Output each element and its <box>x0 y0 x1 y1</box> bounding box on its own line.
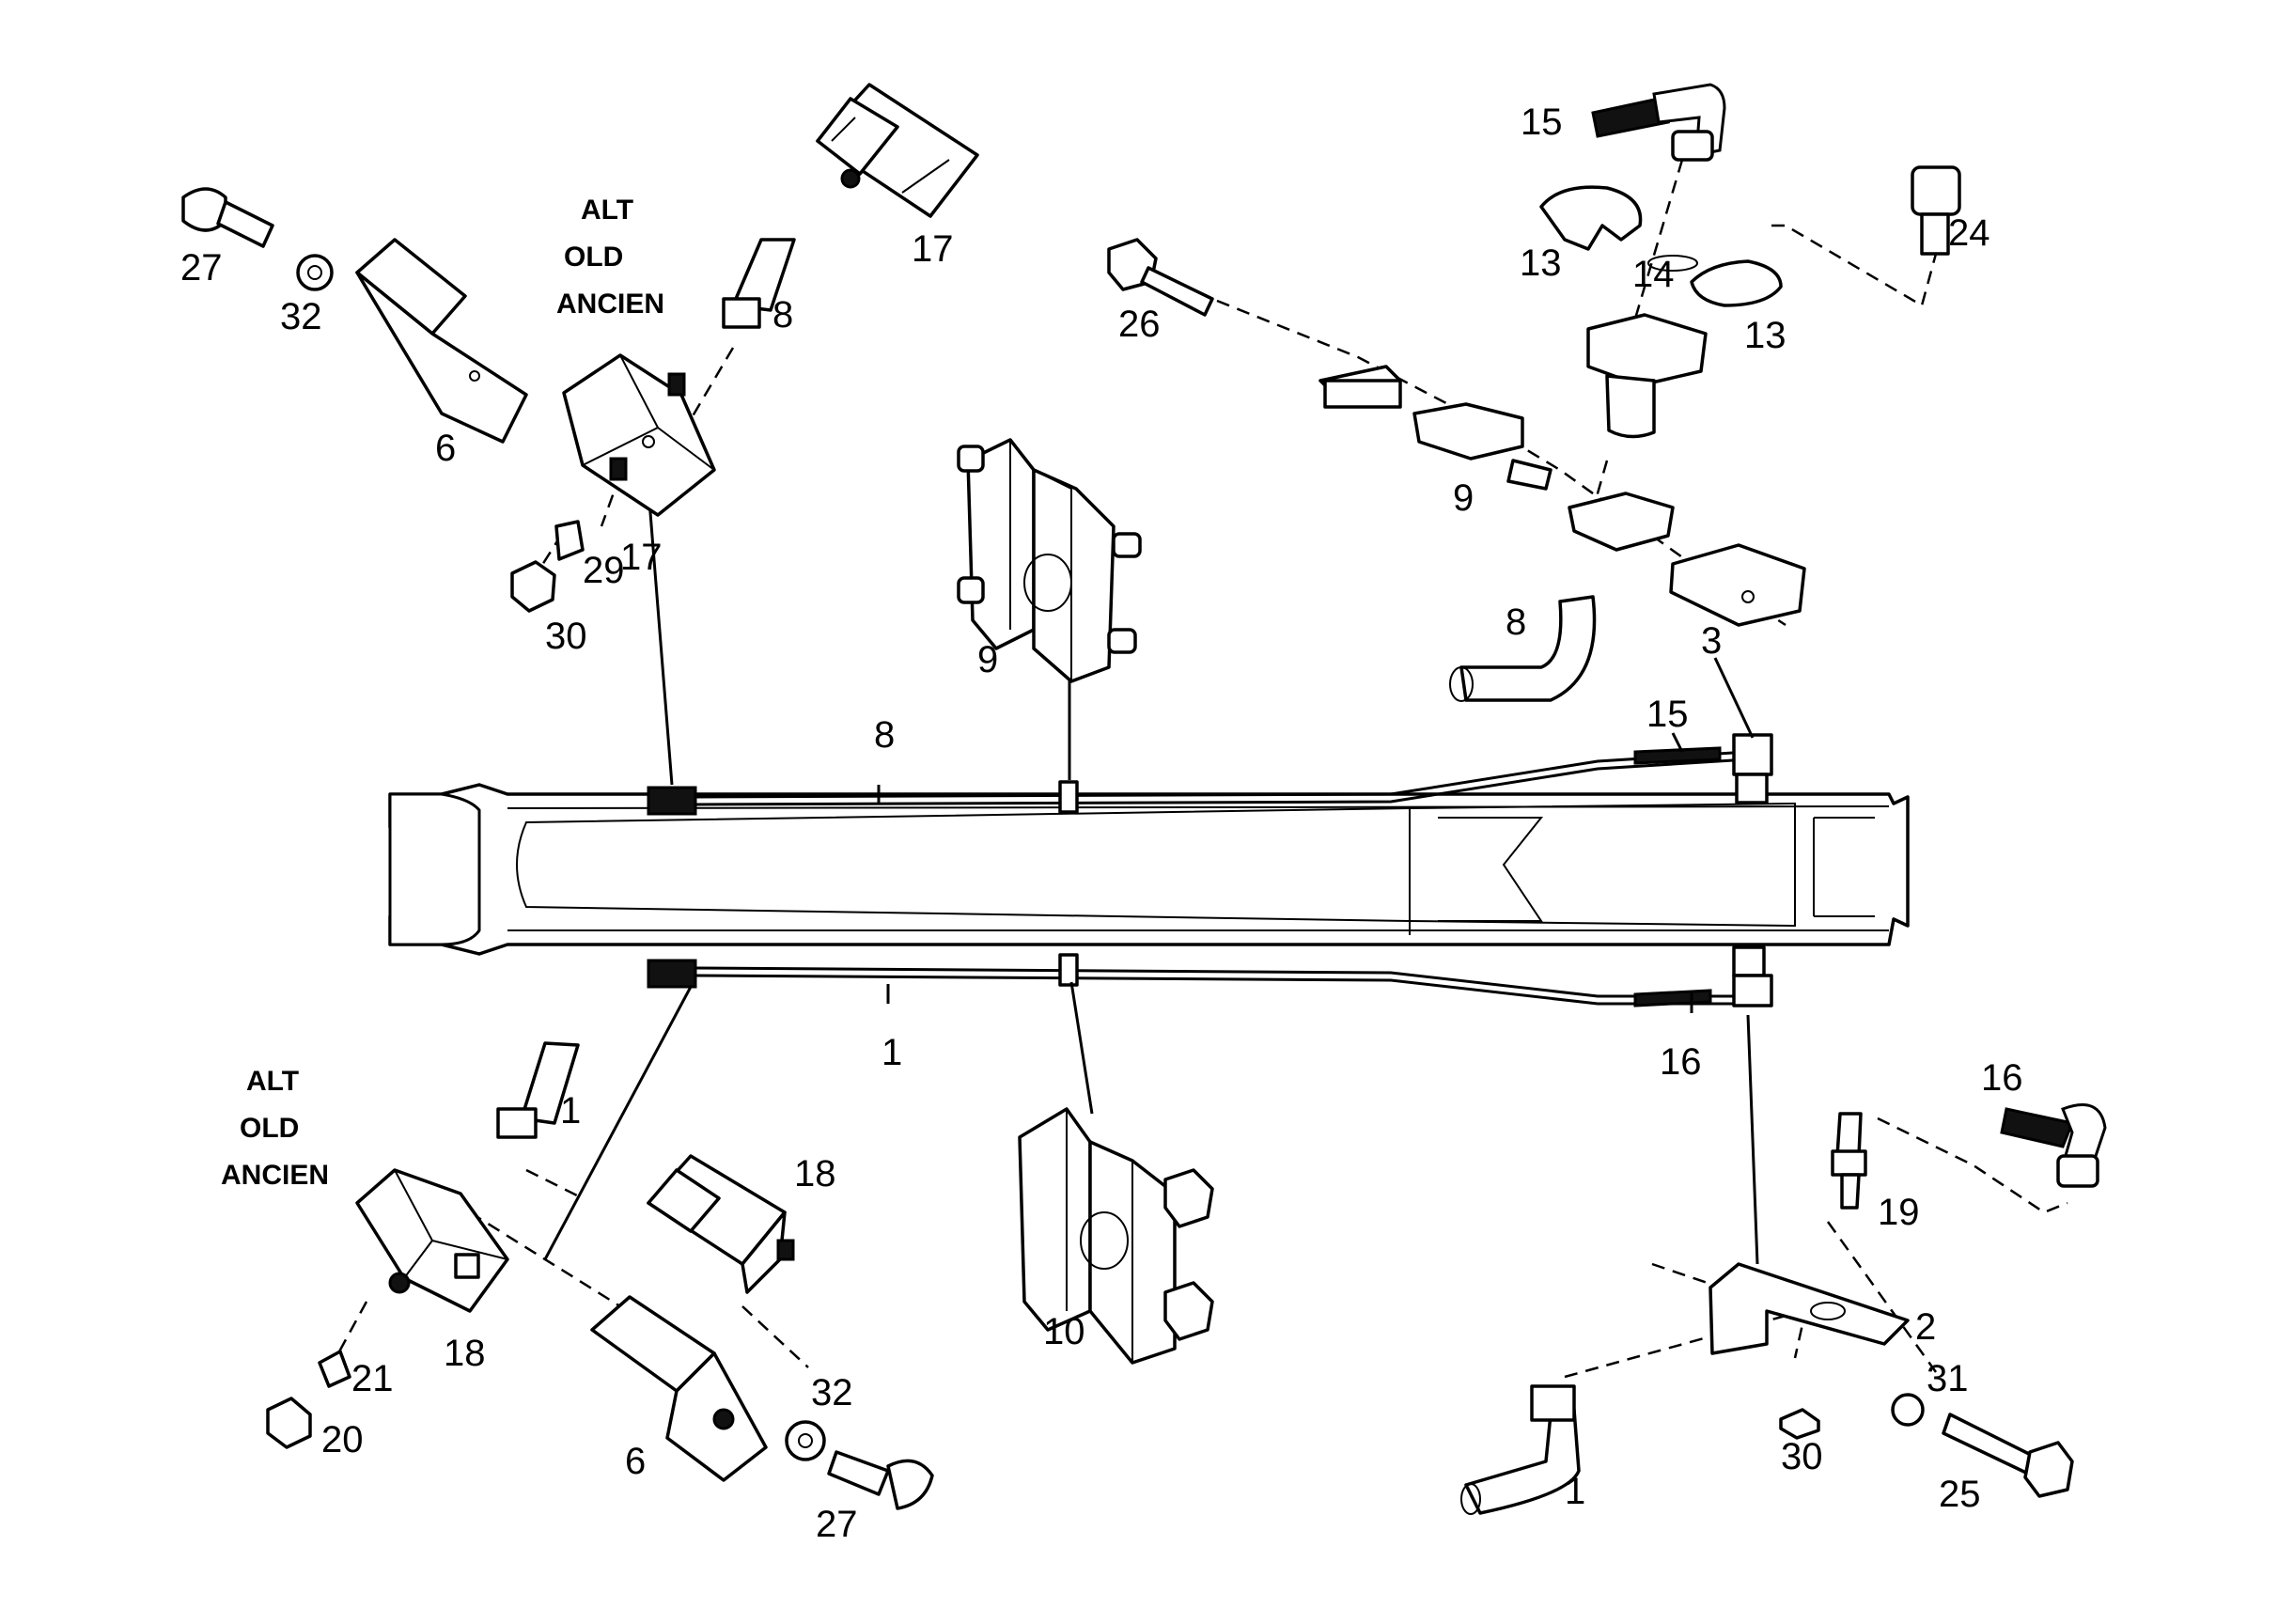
callout-8-upper: 8 <box>772 294 793 336</box>
bolt-26 <box>1107 238 1214 317</box>
callout-17-top: 17 <box>912 228 954 270</box>
bracket-2 <box>1708 1262 1910 1355</box>
sleeve-29 <box>554 520 585 561</box>
callout-1-bottom: 1 <box>1565 1471 1585 1512</box>
bolt-25 <box>1942 1413 2074 1498</box>
alt-label-upper-line1: ALT <box>581 195 633 226</box>
callout-16-line: 16 <box>1660 1041 1702 1083</box>
callout-31: 31 <box>1927 1358 1969 1399</box>
bracket-6-top <box>355 238 528 444</box>
clip-17-top <box>816 83 979 218</box>
alt-label-lower-line2: OLD <box>240 1113 299 1144</box>
callout-19: 19 <box>1878 1192 1920 1233</box>
callout-1-fitting: 1 <box>560 1090 581 1132</box>
boom-arm <box>388 783 1910 956</box>
pipe-line-8 <box>647 733 1773 816</box>
callout-17-mid: 17 <box>620 537 663 578</box>
callout-8-hose: 8 <box>1506 601 1526 643</box>
callout-10: 10 <box>1043 1311 1085 1352</box>
callouts: 15 17 13 14 13 24 27 32 8 26 6 17 29 30 … <box>180 102 2023 1545</box>
spacer-block-2 <box>1568 492 1675 552</box>
callout-1-line: 1 <box>882 1032 902 1073</box>
sleeve-21 <box>318 1350 351 1388</box>
callout-16-right: 16 <box>1981 1057 2023 1099</box>
callout-6-bottom: 6 <box>625 1441 646 1482</box>
callout-27-bottom: 27 <box>816 1504 858 1545</box>
callout-29: 29 <box>583 550 625 591</box>
alt-label-lower: ALT OLD ANCIEN <box>221 1066 329 1191</box>
fitting-19 <box>1831 1112 1867 1210</box>
callout-13-left: 13 <box>1520 242 1562 284</box>
nut-20 <box>266 1397 312 1449</box>
alt-label-upper-line3: ANCIEN <box>556 289 664 320</box>
callout-26: 26 <box>1118 304 1161 345</box>
callout-2: 2 <box>1915 1306 1936 1348</box>
nut-30-top <box>510 560 556 613</box>
block-18 <box>355 1168 509 1313</box>
mount-block-post <box>1586 313 1708 439</box>
callout-9-clamp: 9 <box>977 639 998 680</box>
callout-25: 25 <box>1939 1474 1981 1515</box>
clip-18 <box>647 1154 795 1294</box>
callout-15-top: 15 <box>1521 102 1563 143</box>
alt-label-upper: ALT OLD ANCIEN <box>556 195 664 320</box>
callout-32-top: 32 <box>280 296 322 337</box>
washer-32-top <box>296 254 334 291</box>
callout-18-block: 18 <box>444 1333 486 1374</box>
callout-8-line: 8 <box>874 714 895 756</box>
callout-9-kit: 9 <box>1453 477 1474 519</box>
washer-31 <box>1891 1393 1925 1427</box>
clamp-half-13-left <box>1539 185 1643 251</box>
callout-21: 21 <box>351 1358 394 1399</box>
bolt-24 <box>1911 165 1961 256</box>
bracket-6-bottom <box>590 1295 768 1482</box>
callout-30-bottom: 30 <box>1781 1436 1823 1477</box>
clamp-10 <box>1018 1107 1214 1365</box>
spacer-block-1 <box>1412 402 1524 461</box>
hose-fitting-16 <box>2000 1103 2107 1188</box>
fitting-1-bottom <box>1460 1384 1581 1515</box>
pipe-1-small <box>496 1041 580 1139</box>
spacer-block-3 <box>1669 543 1806 627</box>
callout-13-right: 13 <box>1744 315 1787 356</box>
callout-15-line: 15 <box>1646 694 1689 735</box>
alt-label-upper-line2: OLD <box>564 242 623 273</box>
pipe-line-1 <box>647 945 1773 1007</box>
callout-24: 24 <box>1948 212 1990 254</box>
callout-27-top: 27 <box>180 247 223 289</box>
o-ring-14 <box>1647 255 1698 272</box>
alt-label-lower-line3: ANCIEN <box>221 1160 329 1191</box>
callout-6-top: 6 <box>435 428 456 469</box>
spacer-plate <box>1318 365 1402 409</box>
callout-32-bottom: 32 <box>811 1372 853 1413</box>
washer-32-bottom <box>785 1420 826 1461</box>
leader-lines <box>543 464 1759 1265</box>
callout-3: 3 <box>1701 620 1722 662</box>
hose-fitting-15-top <box>1591 83 1726 162</box>
spacer-pin <box>1506 459 1552 491</box>
alt-label-lower-line1: ALT <box>246 1066 299 1097</box>
callout-14: 14 <box>1632 254 1675 295</box>
clamp-9 <box>957 438 1142 683</box>
clamp-half-13-right <box>1690 259 1783 307</box>
bolt-27-bottom <box>827 1450 934 1510</box>
nut-30-bottom <box>1779 1408 1820 1440</box>
callout-18-clip: 18 <box>794 1153 836 1195</box>
pipe-8-small <box>722 238 796 329</box>
callout-20: 20 <box>321 1419 364 1460</box>
callout-30-top: 30 <box>545 616 587 657</box>
block-17-upper <box>562 353 716 517</box>
bolt-27-top <box>181 187 274 248</box>
hose-8 <box>1449 595 1597 702</box>
